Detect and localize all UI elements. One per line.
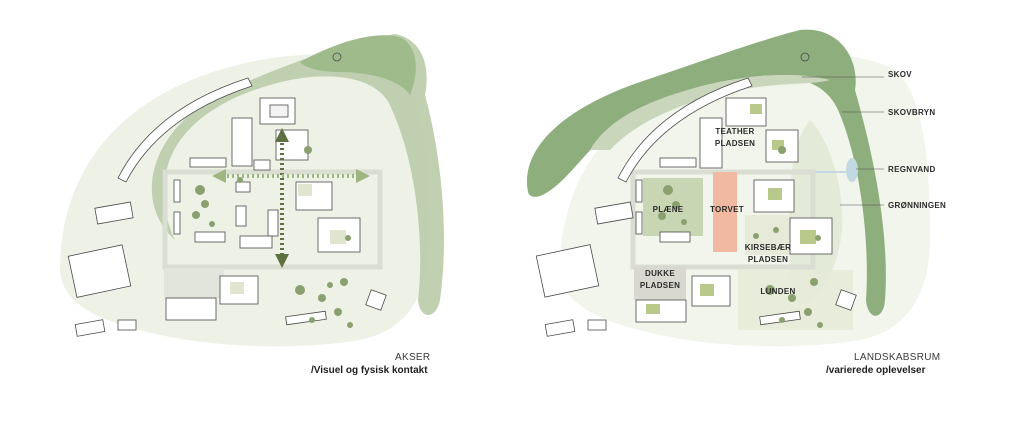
right-plan: TEATHER PLADSEN PLÆNE TORVET KIRSEBÆR PL… xyxy=(526,29,946,347)
right-trees xyxy=(658,146,823,328)
left-trees xyxy=(192,146,353,328)
right-rainwater xyxy=(846,158,858,182)
label-kirsebaer-line2: PLADSEN xyxy=(748,255,788,264)
label-teather-line2: PLADSEN xyxy=(715,139,755,148)
right-lunden-area xyxy=(738,270,853,330)
left-caption-subtitle: /Visuel og fysisk kontakt xyxy=(311,365,428,376)
left-south-plaza xyxy=(164,268,224,298)
left-viewpoint-icon xyxy=(332,52,342,62)
legend-skov: SKOV xyxy=(888,70,912,79)
right-forest-edge xyxy=(590,74,830,150)
right-torvet-area xyxy=(713,172,737,252)
right-forest xyxy=(526,29,886,316)
left-forest-edge xyxy=(300,35,416,95)
right-green-roofs xyxy=(646,104,816,314)
right-gronningen-area xyxy=(789,120,843,305)
label-kirsebaer-line1: KIRSEBÆR xyxy=(745,243,791,252)
right-zone-labels: TEATHER PLADSEN PLÆNE TORVET KIRSEBÆR PL… xyxy=(640,127,795,296)
label-teather-line1: TEATHER xyxy=(715,127,754,136)
right-viewpoint-icon xyxy=(800,52,810,62)
left-plan xyxy=(60,34,445,347)
left-meadow xyxy=(60,54,431,347)
legend-skovbryn: SKOVBRYN xyxy=(888,108,935,117)
right-kirsebaer-area xyxy=(745,215,790,255)
label-dukke-line2: PLADSEN xyxy=(640,281,680,290)
label-lunden: LUNDEN xyxy=(760,287,795,296)
label-torvet: TORVET xyxy=(710,205,744,214)
label-plaene: PLÆNE xyxy=(653,205,684,214)
left-courts xyxy=(230,184,346,294)
left-axes xyxy=(212,128,370,268)
legend-gronningen: GRØNNINGEN xyxy=(888,201,946,210)
right-curved-building xyxy=(617,77,753,183)
legend-regnvand: REGNVAND xyxy=(888,165,936,174)
label-dukke-line1: DUKKE xyxy=(645,269,675,278)
left-caption-title: AKSER xyxy=(395,352,431,363)
right-dukke-area xyxy=(634,266,686,300)
left-curved-building xyxy=(117,77,253,183)
left-paved-frame xyxy=(162,169,383,270)
right-legend: SKOV SKOVBRYN REGNVAND GRØNNINGEN xyxy=(802,70,946,210)
right-caption-title: LANDSKABSRUM xyxy=(854,352,941,363)
left-buildings xyxy=(67,97,387,337)
right-caption-subtitle: /varierede oplevelser xyxy=(826,365,926,376)
